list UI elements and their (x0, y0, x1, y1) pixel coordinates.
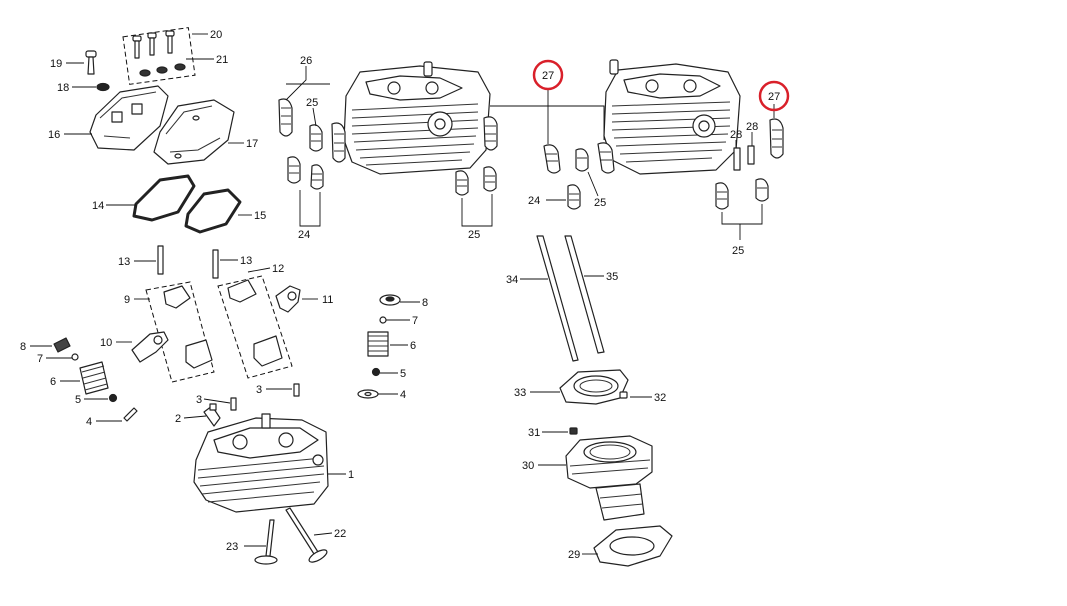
label-35: 35 (606, 271, 618, 283)
seal-group-24-left (287, 156, 324, 190)
label-25: 25 (594, 197, 606, 209)
label-15: 15 (254, 210, 266, 222)
label-33: 33 (514, 387, 526, 399)
seal-group-27-center (543, 142, 615, 210)
label-10: 10 (100, 337, 112, 349)
label-31: 31 (528, 427, 540, 439)
cylinder-30 (565, 435, 653, 521)
base-gasket-29 (593, 525, 673, 567)
pushrod-35 (564, 235, 605, 354)
label-16: 16 (48, 129, 60, 141)
retainer-7-left (71, 353, 79, 361)
label-3: 3 (196, 394, 202, 406)
label-27: 27 (768, 91, 780, 103)
leader-lines (30, 33, 775, 555)
head-gasket-33 (559, 369, 629, 405)
valve-22 (285, 507, 328, 563)
label-26: 26 (300, 55, 312, 67)
valve-23 (254, 519, 278, 565)
label-17: 17 (246, 138, 258, 150)
label-20: 20 (210, 29, 222, 41)
label-8: 8 (20, 341, 26, 353)
seat-5-left (108, 393, 118, 403)
label-22: 22 (334, 528, 346, 540)
label-28: 28 (746, 121, 758, 133)
stud-13-right (212, 249, 219, 279)
label-24: 24 (298, 229, 310, 241)
label-1: 1 (348, 469, 354, 481)
retainer-7-center (379, 316, 387, 324)
rocker-arm-11 (275, 285, 301, 313)
gasket-15 (184, 188, 242, 234)
dowel-pin-3 (230, 383, 300, 411)
label-6: 6 (50, 376, 56, 388)
label-27: 27 (542, 70, 554, 82)
label-5: 5 (400, 368, 406, 380)
label-25: 25 (732, 245, 744, 257)
rocker-box-9 (145, 281, 215, 383)
seal-group-26 (278, 98, 346, 163)
label-25: 25 (306, 97, 318, 109)
guide-4-left (123, 407, 138, 422)
plug-2 (203, 403, 221, 427)
dowel-31 (569, 427, 578, 435)
label-4: 4 (400, 389, 406, 401)
label-14: 14 (92, 200, 104, 212)
label-34: 34 (506, 274, 518, 286)
highlight-ring-27-center (532, 59, 564, 91)
label-25: 25 (468, 229, 480, 241)
label-6: 6 (410, 340, 416, 352)
bolt-set-20-21 (122, 27, 196, 85)
spring-6-left (79, 361, 109, 395)
washer-4-center (357, 389, 379, 399)
label-29: 29 (568, 549, 580, 561)
highlight-ring-27-right (758, 80, 790, 112)
label-4: 4 (86, 416, 92, 428)
cylinder-head-rear (603, 59, 741, 175)
label-28: 28 (730, 129, 742, 141)
spring-6-center (367, 331, 389, 357)
label-21: 21 (216, 54, 228, 66)
cylinder-head-front (343, 61, 491, 175)
label-8: 8 (422, 297, 428, 309)
label-13: 13 (240, 255, 252, 267)
label-7: 7 (412, 315, 418, 327)
dowel-32 (619, 391, 628, 399)
seat-5-center (371, 367, 381, 377)
rocker-bolt-19 (85, 50, 97, 75)
label-19: 19 (50, 58, 62, 70)
label-32: 32 (654, 392, 666, 404)
rocker-cover-17 (153, 99, 235, 165)
label-24: 24 (528, 195, 540, 207)
valve-cap-8-center (379, 294, 401, 306)
gasket-14 (132, 174, 196, 222)
washer-18 (96, 82, 110, 92)
label-7: 7 (37, 353, 43, 365)
callout-labels: 1 2 3 3 4 4 5 5 6 6 7 7 8 8 9 10 11 12 1… (20, 29, 780, 561)
label-23: 23 (226, 541, 238, 553)
label-3: 3 (256, 384, 262, 396)
valve-cap-8-left (53, 337, 71, 353)
label-18: 18 (57, 82, 69, 94)
rocker-box-12 (217, 275, 293, 379)
label-12: 12 (272, 263, 284, 275)
pushrod-34 (536, 235, 579, 362)
stud-13-left (157, 245, 164, 275)
label-9: 9 (124, 294, 130, 306)
cylinder-head-lower (193, 413, 329, 513)
label-13: 13 (118, 256, 130, 268)
rocker-arm-10 (131, 331, 169, 363)
seal-group-25-center (455, 116, 498, 196)
label-30: 30 (522, 460, 534, 472)
rocker-cover-16 (89, 85, 169, 151)
seal-group-27-right (715, 118, 784, 210)
highlight-rings (532, 59, 790, 112)
label-5: 5 (75, 394, 81, 406)
label-11: 11 (322, 294, 333, 306)
label-2: 2 (175, 413, 181, 425)
